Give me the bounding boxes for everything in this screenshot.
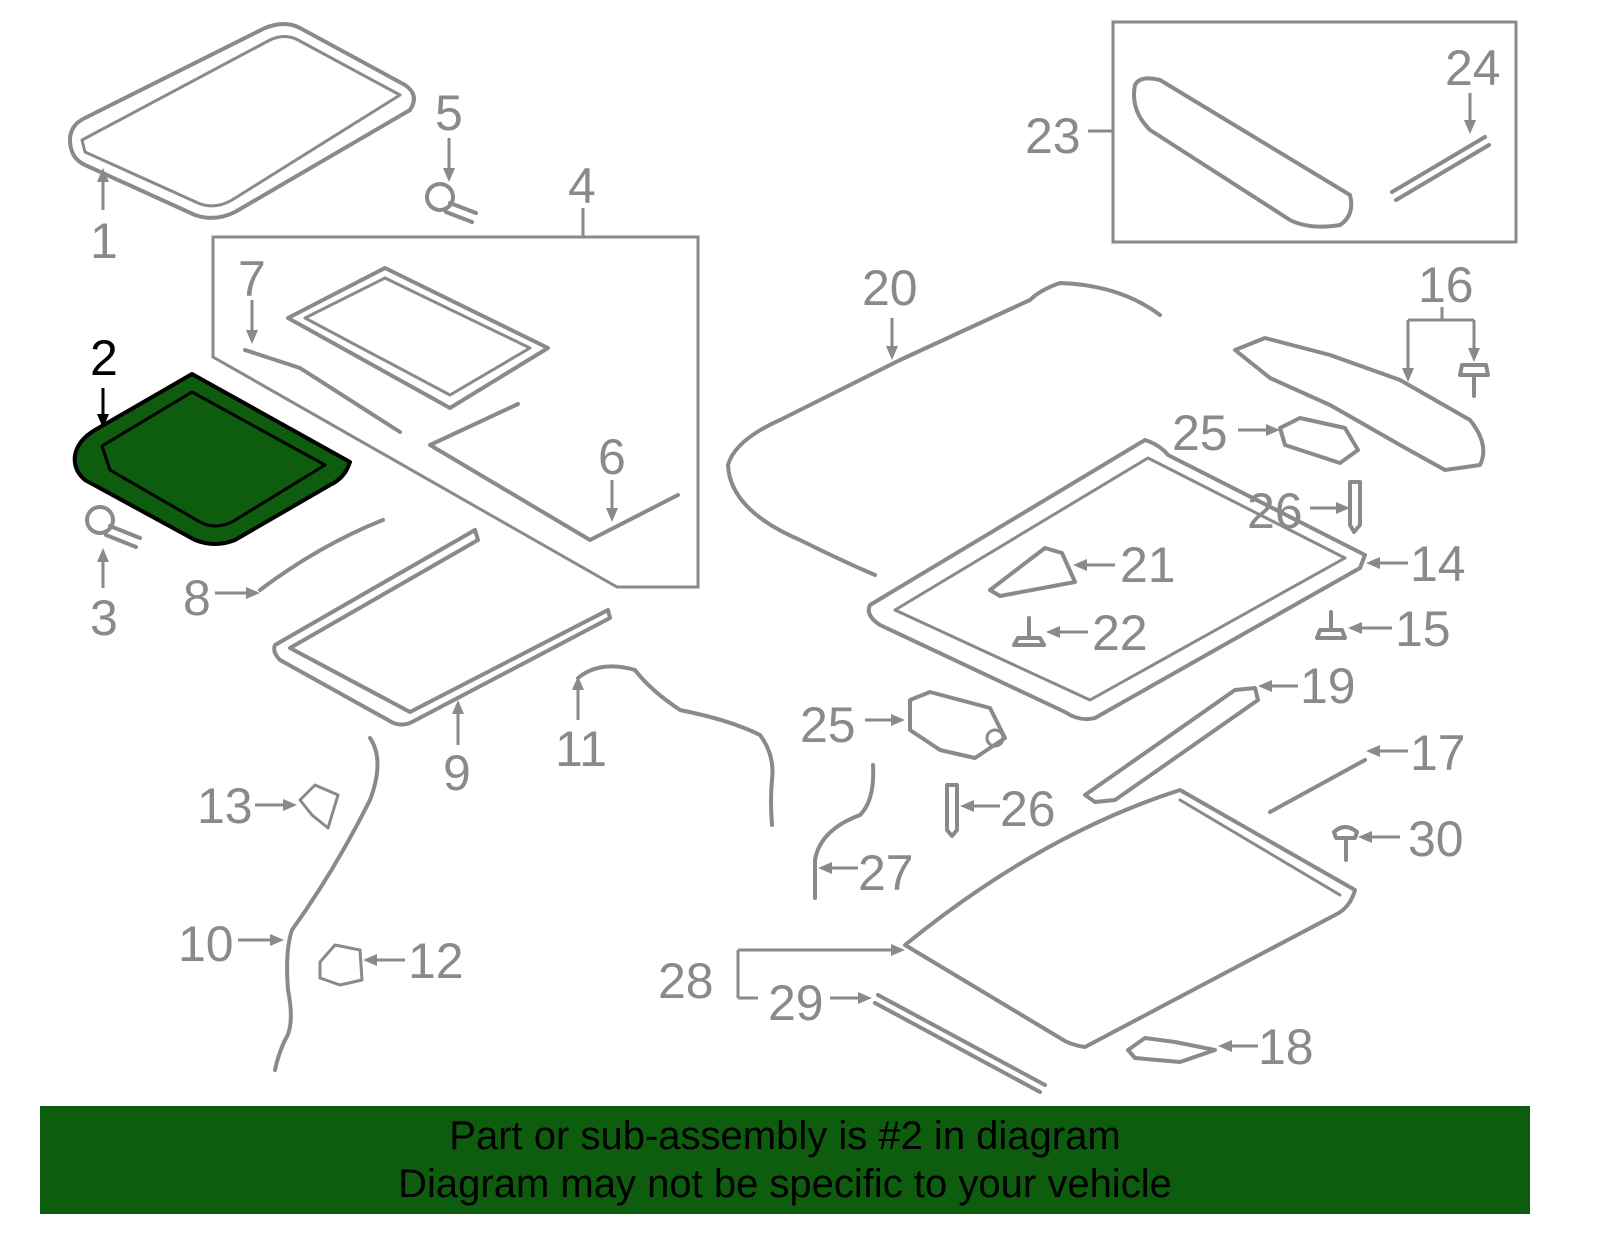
- callout-17: 17: [1410, 725, 1466, 781]
- callout-3: 3: [90, 590, 118, 646]
- info-banner: Part or sub-assembly is #2 in diagram Di…: [40, 1106, 1530, 1214]
- part-19-guide[interactable]: [1083, 686, 1260, 804]
- callout-18: 18: [1258, 1019, 1314, 1075]
- part-16-motor-housing[interactable]: [1233, 336, 1486, 472]
- callout-30: 30: [1408, 811, 1464, 867]
- banner-line-1: Part or sub-assembly is #2 in diagram: [449, 1114, 1121, 1158]
- part-28-sunshade[interactable]: [903, 788, 1357, 1049]
- callout-23: 23: [1025, 108, 1081, 164]
- callout-1: 1: [90, 213, 118, 269]
- callout-25b: 25: [800, 697, 856, 753]
- part-23-deflector[interactable]: [1132, 76, 1354, 229]
- part-10-hose[interactable]: [273, 736, 380, 1072]
- part-6-seal[interactable]: [428, 402, 680, 542]
- part-27-hose[interactable]: [813, 763, 876, 900]
- callout-21: 21: [1120, 537, 1176, 593]
- part-24-rod[interactable]: [1390, 135, 1491, 202]
- part-26-bolt-top[interactable]: [1348, 480, 1362, 534]
- part-3-bolt[interactable]: [85, 505, 142, 549]
- callout-8: 8: [183, 570, 211, 626]
- callout-6: 6: [598, 429, 626, 485]
- callout-26a: 26: [1247, 483, 1303, 539]
- part-22-clip[interactable]: [1012, 616, 1046, 647]
- part-29-strip[interactable]: [873, 993, 1047, 1094]
- part-16-bolt[interactable]: [1458, 363, 1490, 398]
- callout-12: 12: [408, 933, 464, 989]
- callout-28: 28: [658, 953, 714, 1009]
- part-9-frame[interactable]: [272, 528, 612, 727]
- callout-20: 20: [862, 260, 918, 316]
- part-20-cable[interactable]: [726, 281, 1162, 577]
- callout-26b: 26: [1000, 781, 1056, 837]
- main-sunroof-frame[interactable]: [866, 438, 1367, 722]
- callout-16: 16: [1418, 257, 1474, 313]
- callout-15: 15: [1395, 601, 1451, 657]
- part-18-bracket[interactable]: [1126, 1036, 1217, 1064]
- callout-10: 10: [178, 916, 234, 972]
- part-8-strip[interactable]: [258, 518, 385, 592]
- callout-9: 9: [443, 745, 471, 801]
- part-15-clip[interactable]: [1315, 610, 1347, 640]
- part-1-glass-panel[interactable]: [68, 22, 416, 220]
- part-26-bolt-lower[interactable]: [945, 783, 959, 838]
- part-21-bracket[interactable]: [988, 546, 1077, 598]
- part-11-hose[interactable]: [576, 664, 775, 827]
- callout-24: 24: [1445, 40, 1501, 96]
- part-25-motor-lower[interactable]: [908, 690, 1007, 760]
- callout-4: 4: [568, 158, 596, 214]
- banner-line-2: Diagram may not be specific to your vehi…: [398, 1162, 1172, 1206]
- callout-7: 7: [238, 251, 266, 307]
- part-25-motor-top[interactable]: [1278, 416, 1360, 465]
- callout-27: 27: [858, 845, 914, 901]
- callout-11: 11: [555, 721, 607, 777]
- callout-5: 5: [435, 85, 463, 141]
- part-13-clip[interactable]: [298, 783, 340, 830]
- callout-2: 2: [90, 330, 118, 386]
- part-30-screw[interactable]: [1332, 825, 1359, 862]
- callout-29: 29: [768, 975, 824, 1031]
- part-4-assembly-box: [211, 235, 700, 589]
- part-5-bolt[interactable]: [425, 182, 478, 224]
- part-17-strip[interactable]: [1268, 758, 1367, 814]
- part-12-clip[interactable]: [318, 943, 364, 987]
- callout-19: 19: [1300, 658, 1356, 714]
- callout-14: 14: [1410, 536, 1466, 592]
- part-7-sub-panel[interactable]: [243, 266, 550, 434]
- part-2-highlighted-panel[interactable]: [72, 372, 352, 546]
- callout-13: 13: [197, 778, 253, 834]
- callout-25a: 25: [1172, 405, 1228, 461]
- callout-22: 22: [1092, 605, 1148, 661]
